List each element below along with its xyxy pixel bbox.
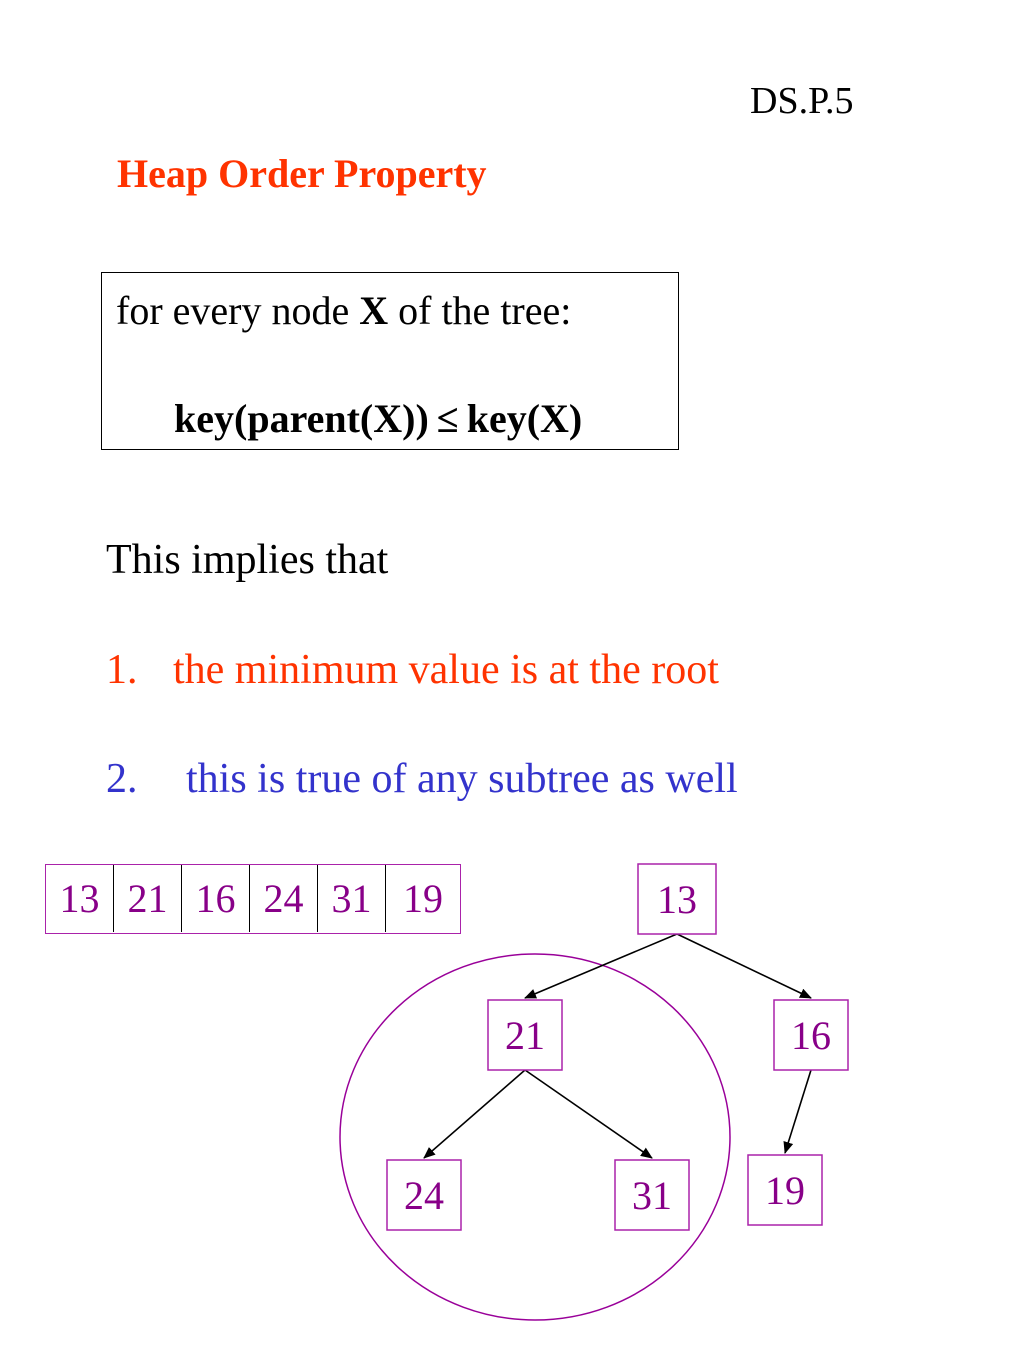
- rule-line-1: for every node X of the tree:: [116, 285, 571, 337]
- implies-text: This implies that: [106, 537, 389, 583]
- tree-node: 19: [747, 1154, 823, 1226]
- array-cell: 31: [318, 865, 386, 932]
- tree-node-box: [614, 1159, 690, 1231]
- tree-node-label: 31: [632, 1173, 672, 1218]
- point-1: 1. the minimum value is at the root: [106, 643, 719, 697]
- tree-node: 31: [614, 1159, 690, 1231]
- rule-line-1-prefix: for every node: [116, 288, 360, 333]
- tree-edge-n13-n21: [524, 933, 678, 999]
- point-2-number: 2.: [106, 756, 138, 802]
- tree-node: 24: [386, 1159, 462, 1231]
- array-cell: 16: [182, 865, 250, 932]
- tree-node-box: [747, 1154, 823, 1226]
- array-cell: 19: [403, 876, 443, 921]
- rule-line-1-suffix: of the tree:: [388, 288, 572, 333]
- tree-node-label: 24: [404, 1173, 444, 1218]
- rule-box: [101, 272, 679, 450]
- array-cell: 21: [114, 865, 182, 932]
- rule-line-2: key(parent(X))≤key(X): [174, 393, 582, 445]
- tree-edge-n16-n19: [783, 1069, 812, 1154]
- point-1-text: the minimum value is at the root: [173, 647, 719, 693]
- tree-node-label: 19: [765, 1168, 805, 1213]
- tree-node: 16: [773, 999, 849, 1071]
- tree-node-box: [487, 999, 563, 1071]
- rule-rhs: key(X): [466, 396, 583, 441]
- tree-edge-n21-n31: [524, 1069, 653, 1159]
- subtree-highlight-circle: [339, 953, 731, 1321]
- point-2-text: this is true of any subtree as well: [186, 756, 738, 802]
- array-cell: 13: [46, 865, 114, 932]
- slide-title: Heap Order Property: [117, 151, 487, 196]
- tree-node-box: [773, 999, 849, 1071]
- array-cell: 24: [250, 865, 318, 932]
- rule-operator: ≤: [436, 396, 459, 441]
- tree-node-box: [637, 863, 717, 935]
- tree-node-label: 16: [791, 1013, 831, 1058]
- tree-edge-n21-n24: [423, 1069, 526, 1159]
- tree-edge-n13-n16: [676, 933, 812, 999]
- tree-node-box: [386, 1159, 462, 1231]
- point-1-number: 1.: [106, 647, 138, 693]
- tree-node: 13: [637, 863, 717, 935]
- point-2: 2. this is true of any subtree as well: [106, 752, 738, 806]
- heap-array: 13 21 16 24 31 19: [45, 864, 461, 934]
- page-id: DS.P.5: [750, 80, 854, 122]
- tree-node: 21: [487, 999, 563, 1071]
- rule-lhs: key(parent(X)): [174, 396, 429, 441]
- tree-node-label: 21: [505, 1013, 545, 1058]
- tree-node-label: 13: [657, 877, 697, 922]
- rule-node-variable: X: [359, 288, 389, 333]
